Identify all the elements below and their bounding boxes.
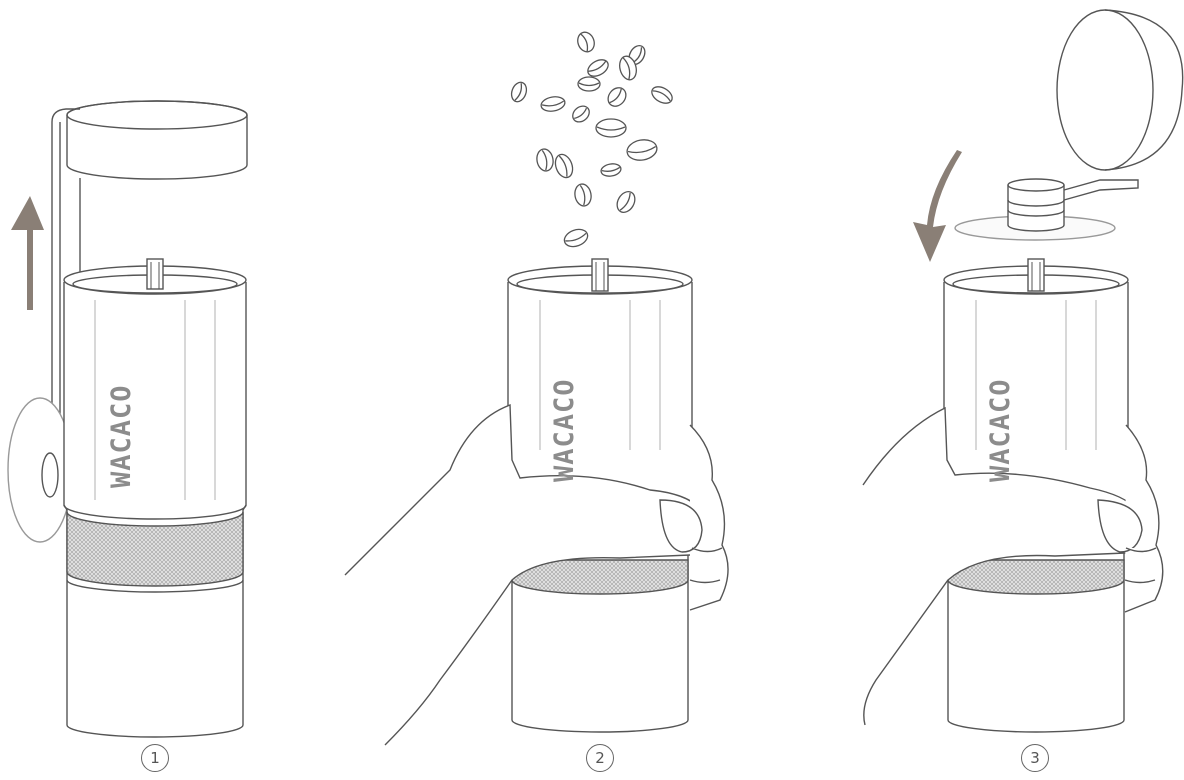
crank-handle [8, 398, 72, 542]
step-2-illustration [345, 30, 728, 745]
grinder-lid [67, 101, 247, 179]
step-3-brand-logo: WACACO [985, 378, 1016, 482]
step-2-brand-logo: WACACO [549, 378, 580, 482]
grinder-lid [955, 10, 1183, 240]
step-3-illustration [863, 10, 1183, 732]
step-2-number: 2 [586, 744, 614, 772]
step-3-number: 3 [1021, 744, 1049, 772]
step-1-brand-logo: WACACO [106, 384, 137, 488]
grinder-body [64, 259, 246, 737]
down-arrow [913, 150, 962, 262]
step-1-number: 1 [141, 744, 169, 772]
up-arrow [11, 196, 44, 310]
coffee-beans [509, 30, 675, 250]
